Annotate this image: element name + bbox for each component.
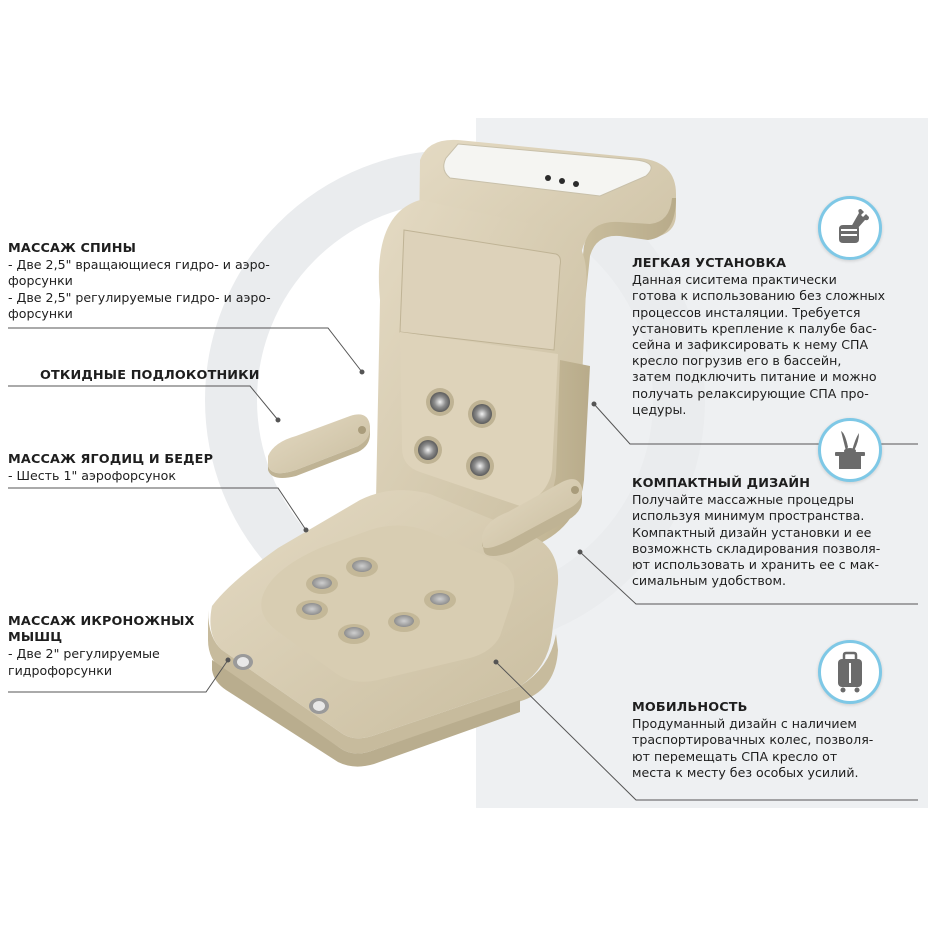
- right-armrest: [482, 479, 582, 548]
- easy-install-line: готова к использованию без сложных: [632, 288, 886, 304]
- easy-install-line: процессов инсталяции. Требуется: [632, 304, 861, 320]
- easy-install-line: установить крепление к палубе бас-: [632, 320, 877, 336]
- rabbit-hat-icon: [818, 418, 882, 482]
- mobility-line: Продуманный дизайн с наличием: [632, 716, 857, 732]
- easy-install-line: сейна и зафиксировать к нему СПА: [632, 337, 869, 353]
- back-massage-block: МАССАЖ СПИНЫ - Две 2,5" вращающиеся гидр…: [8, 241, 308, 322]
- back-massage-line: - Две 2,5" регулируемые гидро- и аэро-: [8, 289, 271, 305]
- mobility-line: места к месту без особых усилий.: [632, 764, 859, 780]
- mobility-line: траспортировачных колес, позволя-: [632, 732, 874, 748]
- compact-line: ют использовать и хранить ее с мак-: [632, 557, 880, 573]
- calf-massage-line: гидрофорсунки: [8, 662, 113, 678]
- back-massage-line: форсунки: [8, 305, 73, 321]
- leader-lines: [8, 327, 918, 801]
- chair-body: [208, 139, 676, 767]
- seat-massage-block: МАССАЖ ЯГОДИЦ И БЕДЕР - Шесть 1" аэрофор…: [8, 452, 268, 484]
- left-armrest: [268, 414, 370, 474]
- calf-massage-title: МЫШЦ: [8, 630, 63, 646]
- wrench-hand-icon: [818, 196, 882, 260]
- back-massage-line: - Две 2,5" вращающиеся гидро- и аэро-: [8, 257, 270, 273]
- control-dots: [545, 175, 579, 187]
- armrests-title: ОТКИДНЫЕ ПОДЛОКОТНИКИ: [40, 368, 260, 383]
- mobility-title: МОБИЛЬНОСТЬ: [632, 700, 748, 715]
- compact-line: Компактный дизайн установки и ее: [632, 524, 872, 540]
- mobility-line: ют перемещать СПА кресло от: [632, 748, 838, 764]
- compact-line: Получайте массажные процедры: [632, 492, 855, 508]
- compact-title: КОМПАКТНЫЙ ДИЗАЙН: [632, 476, 811, 491]
- easy-install-line: затем подключить питание и можно: [632, 369, 877, 385]
- suitcase-icon: [818, 640, 882, 704]
- back-massage-line: форсунки: [8, 273, 73, 289]
- calf-massage-line: - Две 2" регулируемые: [8, 646, 160, 662]
- easy-install-title: ЛЕГКАЯ УСТАНОВКА: [632, 256, 787, 271]
- easy-install-line: цедуры.: [632, 401, 687, 417]
- calf-massage-title: МАССАЖ ИКРОНОЖНЫХ: [8, 614, 195, 629]
- compact-line: возможнсть складирования позволя-: [632, 540, 881, 556]
- compact-line: симальным удобством.: [632, 573, 787, 589]
- compact-block: КОМПАКТНЫЙ ДИЗАЙН Получайте массажные пр…: [632, 476, 922, 589]
- back-massage-title: МАССАЖ СПИНЫ: [8, 241, 137, 256]
- compact-line: используя минимум пространства.: [632, 508, 865, 524]
- seat-aero-nozzles: [296, 557, 456, 644]
- back-nozzles: [414, 388, 496, 480]
- seat-massage-title: МАССАЖ ЯГОДИЦ И БЕДЕР: [8, 452, 214, 467]
- armrests-block: ОТКИДНЫЕ ПОДЛОКОТНИКИ: [40, 368, 280, 384]
- calf-massage-block: МАССАЖ ИКРОНОЖНЫХ МЫШЦ - Две 2" регулиру…: [8, 614, 208, 679]
- easy-install-line: кресло погрузив его в бассейн,: [632, 353, 842, 369]
- mobility-block: МОБИЛЬНОСТЬ Продуманный дизайн с наличие…: [632, 700, 922, 781]
- easy-install-block: ЛЕГКАЯ УСТАНОВКА Данная сиситема практич…: [632, 256, 922, 418]
- calf-nozzles: [233, 654, 329, 714]
- easy-install-line: получать релаксирующие СПА про-: [632, 385, 869, 401]
- seat-massage-line: - Шесть 1" аэрофорсунок: [8, 468, 176, 484]
- easy-install-line: Данная сиситема практически: [632, 272, 837, 288]
